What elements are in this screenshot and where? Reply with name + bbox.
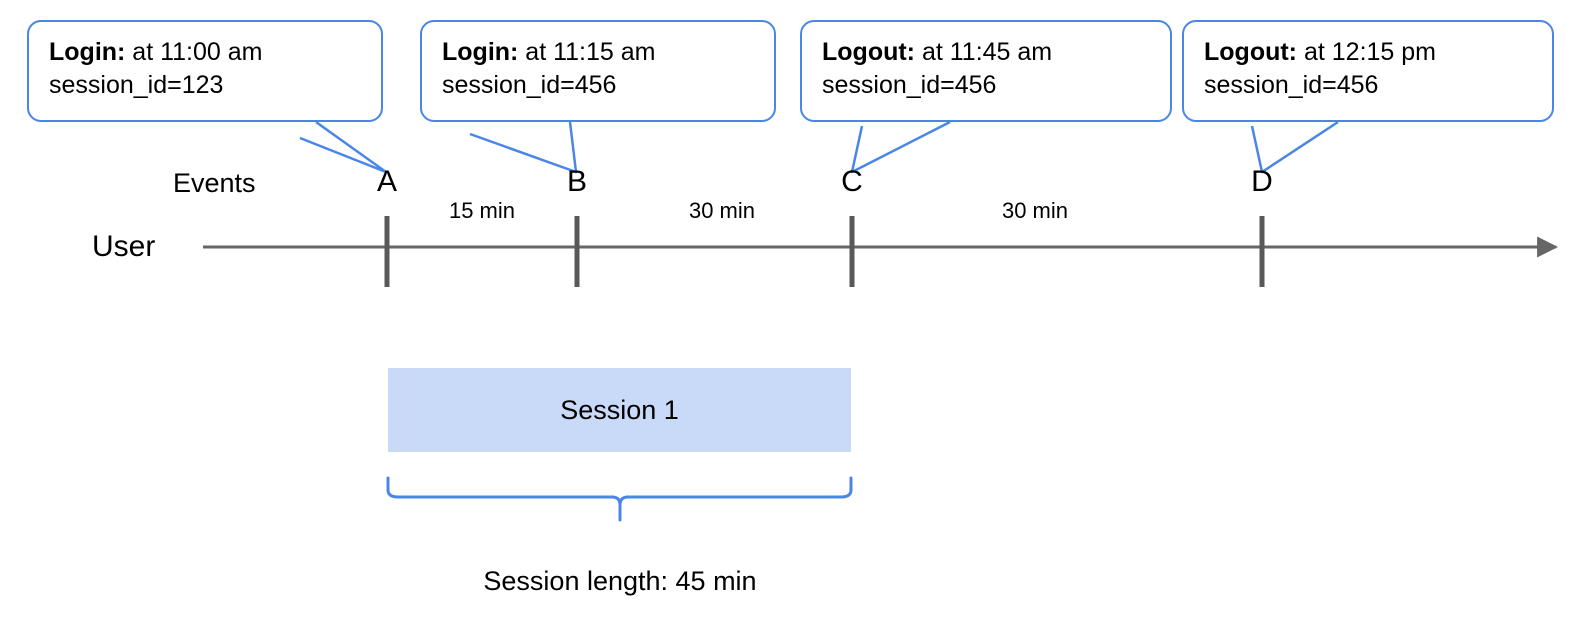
callout-event-a: Login: at 11:00 am session_id=123 [27, 20, 383, 122]
session-brace [386, 476, 853, 522]
callout-c-detail: at 11:45 am [915, 38, 1053, 66]
session-bar: Session 1 [388, 368, 851, 452]
callout-c-session: session_id=456 [822, 70, 997, 99]
callout-a-session: session_id=123 [49, 70, 224, 99]
callout-b-kind: Login: [442, 38, 519, 66]
user-lane-label: User [92, 230, 156, 263]
callout-event-b: Login: at 11:15 am session_id=456 [420, 20, 776, 122]
events-lane-label: Events [173, 168, 256, 198]
callout-event-d: Logout: at 12:15 pm session_id=456 [1182, 20, 1554, 122]
interval-label-a-b: 15 min [448, 198, 516, 223]
interval-label-b-c: 30 min [688, 198, 756, 223]
event-letter-a: A [376, 165, 397, 198]
event-letter-b: B [566, 165, 587, 198]
callout-b-detail: at 11:15 am [518, 38, 656, 66]
callout-a-kind: Login: [49, 38, 126, 66]
event-letter-c: C [841, 165, 863, 198]
event-letter-d: D [1251, 165, 1273, 198]
callout-d-detail: at 12:15 pm [1297, 38, 1436, 66]
callout-a-detail: at 11:00 am [125, 38, 263, 66]
session-bar-label: Session 1 [560, 394, 679, 425]
callout-event-c: Logout: at 11:45 am session_id=456 [800, 20, 1172, 122]
interval-label-c-d: 30 min [1001, 198, 1069, 223]
callout-b-session: session_id=456 [442, 70, 617, 99]
callout-d-kind: Logout: [1204, 38, 1298, 66]
callout-c-kind: Logout: [822, 38, 916, 66]
callout-d-session: session_id=456 [1204, 70, 1379, 99]
session-length-caption: Session length: 45 min [483, 566, 757, 596]
